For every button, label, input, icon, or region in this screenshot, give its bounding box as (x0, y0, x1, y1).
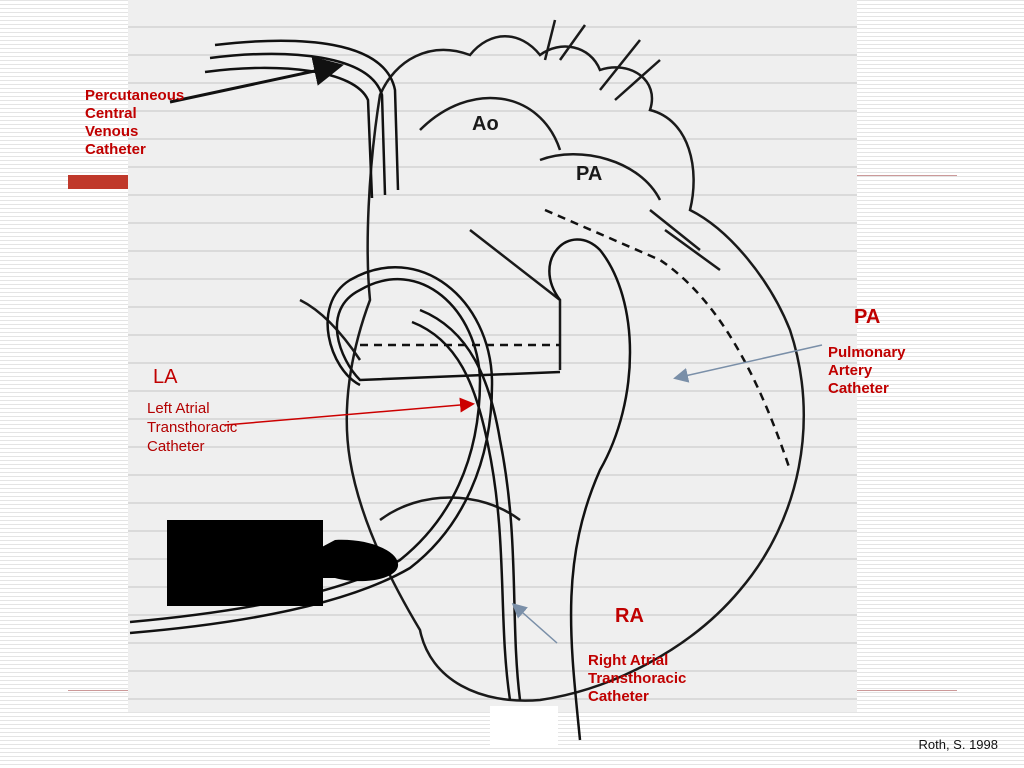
heart-outline (299, 19, 805, 702)
label-pa-abbr: PA (854, 306, 881, 328)
device-occluder (167, 520, 399, 606)
ra-arrow (511, 603, 558, 644)
decorative-line-bottom-left (68, 690, 128, 691)
label-percutaneous-catheter: Percutaneous Central Venous Catheter (85, 87, 185, 158)
figure-bottom-strip (490, 706, 558, 746)
label-left-atrial-catheter: Left Atrial Transthoracic Catheter (147, 400, 238, 455)
la-arrow (224, 397, 475, 426)
decorative-line-right (857, 175, 957, 176)
percutaneous-catheter-tube (204, 39, 400, 199)
label-la-abbr: LA (153, 366, 178, 388)
source-credit: Roth, S. 1998 (918, 737, 999, 752)
heart-label-ao: Ao (472, 113, 499, 135)
label-pulmonary-artery-catheter: Pulmonary Artery Catheter (828, 344, 906, 397)
pa-arrow (673, 344, 823, 383)
decorative-red-bar-left (68, 175, 128, 189)
decorative-line-bottom-right (857, 690, 957, 691)
heart-label-pa: PA (576, 163, 602, 185)
pulmonary-artery-catheter (360, 208, 792, 741)
percutaneous-arrow (169, 56, 344, 104)
right-atrial-catheter (411, 308, 522, 701)
label-ra-abbr: RA (615, 605, 644, 627)
label-right-atrial-catheter: Right Atrial Transthoracic Catheter (588, 652, 687, 705)
